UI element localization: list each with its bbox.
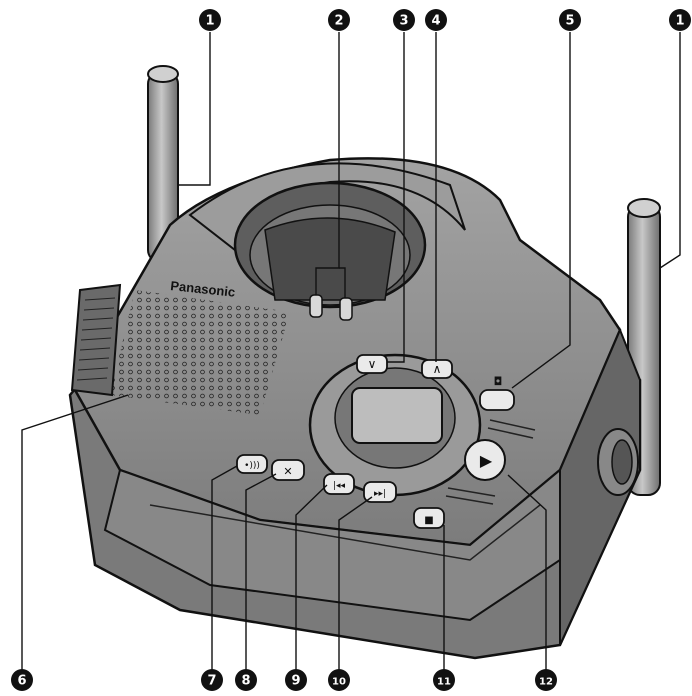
callout-number: 12	[539, 677, 553, 688]
callout-marker	[235, 669, 257, 691]
callout-marker	[433, 669, 455, 691]
callout-marker	[11, 669, 33, 691]
callout-c5: 5	[559, 9, 581, 31]
callout-number: 1	[205, 14, 214, 29]
callout-marker	[199, 9, 221, 31]
callout-marker	[535, 669, 557, 691]
callout-number: 9	[291, 674, 300, 689]
down-button[interactable]: ∨	[356, 354, 388, 374]
callout-number: 3	[399, 14, 408, 29]
stop-button[interactable]: ■	[413, 507, 445, 529]
skip-icon: ▸▸|	[374, 489, 386, 499]
down-icon: ∨	[368, 357, 377, 371]
leader-lines	[21, 32, 681, 670]
callout-c6: 6	[11, 669, 33, 691]
erase-icon: ✕	[283, 465, 292, 478]
callout-number: 1	[675, 14, 684, 29]
speaker-grille	[110, 290, 290, 415]
callout-marker	[328, 9, 350, 31]
callout-marker	[328, 669, 350, 691]
play-button[interactable]: ▶	[464, 439, 506, 481]
callout-c10: 10	[328, 669, 350, 691]
callout-c3: 3	[393, 9, 415, 31]
callout-number: 8	[241, 674, 250, 689]
charge-contacts	[309, 294, 353, 321]
callout-marker	[669, 9, 691, 31]
stop-icon: ■	[424, 515, 433, 526]
play-button-slots	[445, 419, 536, 505]
repeat-icon: |◂◂	[333, 481, 346, 491]
callout-number: 7	[207, 674, 216, 689]
erase-button[interactable]: ✕	[271, 459, 305, 481]
play-icon: ▶	[480, 451, 493, 470]
callout-marker	[425, 9, 447, 31]
locator-button[interactable]: •)))	[236, 454, 268, 474]
up-button[interactable]: ∧	[421, 359, 453, 379]
brand-logo: Panasonic	[170, 278, 236, 300]
callout-c9: 9	[285, 669, 307, 691]
callout-c7: 7	[201, 669, 223, 691]
callout-marker	[201, 669, 223, 691]
callout-marker	[393, 9, 415, 31]
callout-c4: 4	[425, 9, 447, 31]
callout-number: 11	[437, 677, 451, 688]
handset-cradle	[188, 162, 466, 309]
locator-icon: •)))	[244, 461, 260, 471]
callout-number: 10	[332, 677, 346, 688]
side-knob	[597, 428, 639, 496]
callout-number: 4	[431, 14, 440, 29]
left-antenna	[147, 65, 179, 263]
up-icon: ∧	[433, 362, 442, 376]
repeat-button[interactable]: |◂◂	[323, 473, 355, 495]
callout-c11: 11	[433, 669, 455, 691]
callout-marker	[285, 669, 307, 691]
callout-number: 5	[565, 14, 574, 29]
callout-c8: 8	[235, 669, 257, 691]
callout-c12: 12	[535, 669, 557, 691]
callout-number: 2	[334, 14, 343, 29]
callout-c1b: 1	[669, 9, 691, 31]
callout-number: 6	[17, 674, 26, 689]
callout-c1a: 1	[199, 9, 221, 31]
greeting-button[interactable]: ◘	[479, 375, 515, 411]
greeting-icon: ◘	[494, 375, 503, 388]
display-window	[351, 387, 443, 444]
callout-c2: 2	[328, 9, 350, 31]
side-grip	[70, 283, 122, 397]
callout-marker	[559, 9, 581, 31]
